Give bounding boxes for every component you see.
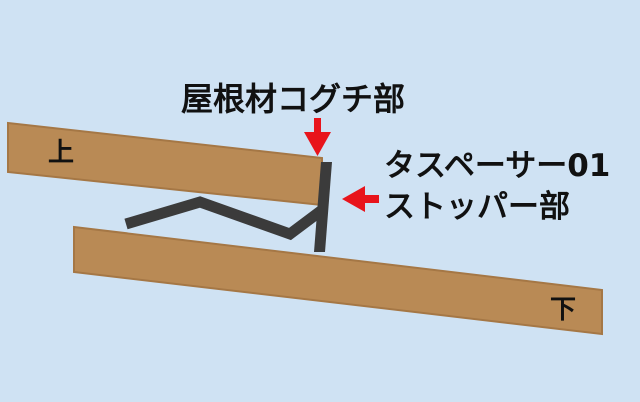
- edge-callout-label: 屋根材コグチ部: [181, 80, 406, 118]
- spacer-stopper: [314, 162, 332, 252]
- stopper-callout-label: ストッパー部: [384, 189, 570, 225]
- edge-arrow-icon: [304, 118, 331, 156]
- top-board-label: 上: [48, 138, 75, 168]
- bottom-board-label: 下: [550, 295, 577, 325]
- spacer-body: [124, 196, 326, 241]
- stopper-arrow-icon: [342, 186, 379, 212]
- lower-roof-board: [73, 225, 603, 336]
- part-name-label: タスペーサー01: [384, 148, 611, 184]
